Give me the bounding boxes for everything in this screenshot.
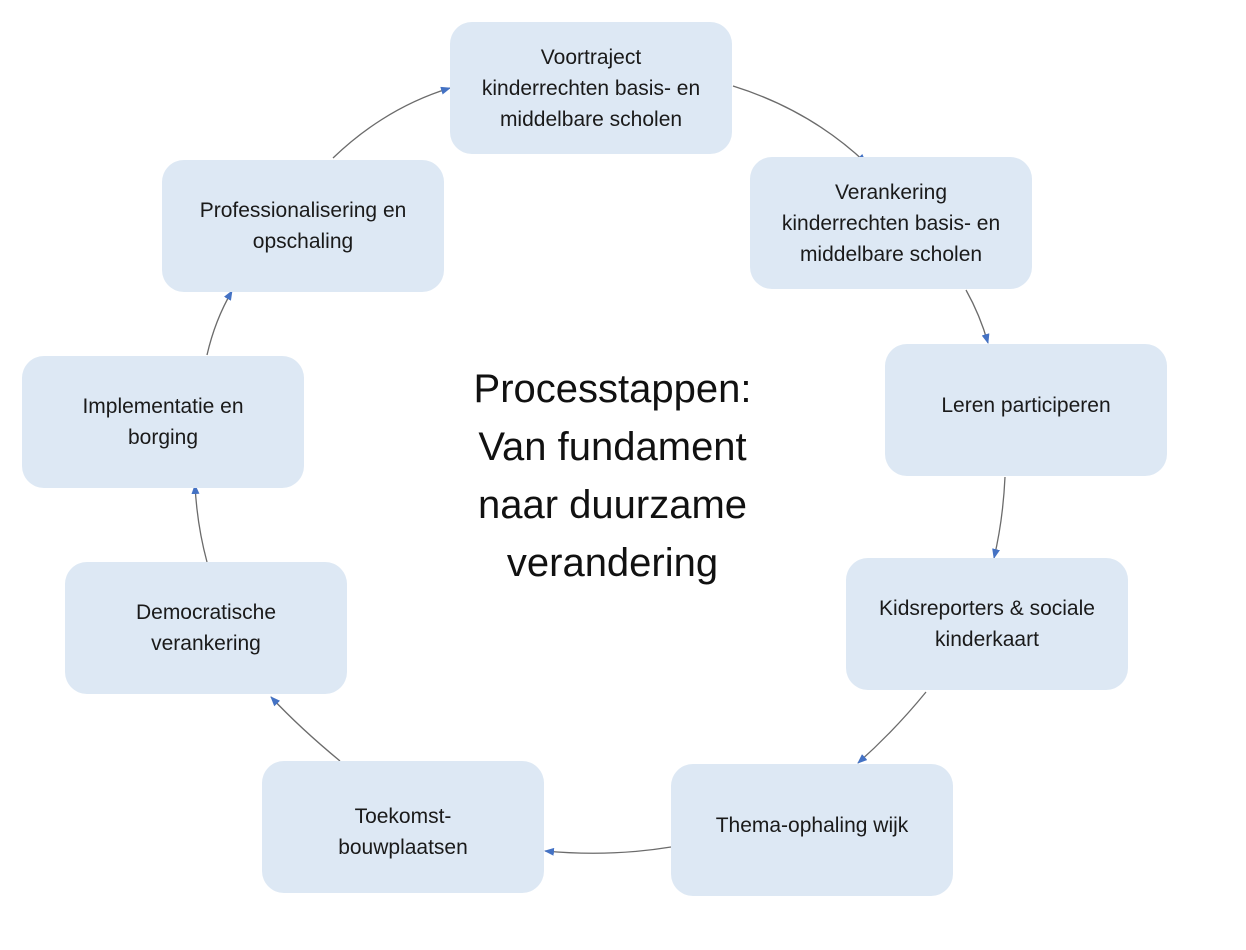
diagram-title: Processtappen: Van fundament naar duurza… [473, 367, 752, 585]
arrow-7-to-8 [191, 484, 208, 563]
step-voortraject: Voortraject kinderrechten basis- en midd… [450, 22, 732, 154]
step-label: Toekomst- bouwplaatsen [338, 805, 468, 859]
step-verankering: Verankering kinderrechten basis- en midd… [750, 157, 1032, 289]
step-label: Implementatie en borging [82, 395, 244, 449]
step-label: Verankering kinderrechten basis- en midd… [781, 180, 1001, 266]
step-kidsreporters: Kidsreporters & sociale kinderkaart [846, 558, 1128, 690]
arrow-6-to-7 [270, 696, 341, 762]
step-label: Professionalisering en opschaling [199, 199, 407, 253]
step-label: Thema-ophaling wijk [715, 813, 909, 837]
arrow-8-to-9 [206, 290, 233, 356]
step-professionalisering: Professionalisering en opschaling [162, 160, 444, 292]
arrow-4-to-5 [857, 691, 927, 764]
arrow-2-to-3 [965, 289, 990, 344]
step-thema-ophaling: Thema-ophaling wijk [671, 764, 953, 896]
step-implementatie: Implementatie en borging [22, 356, 304, 488]
step-label: Kidsreporters & sociale kinderkaart [879, 597, 1095, 651]
arrow-9-to-1 [332, 86, 451, 159]
step-democratische-verankering: Democratische verankering [65, 562, 347, 694]
step-leren-participeren: Leren participeren [885, 344, 1167, 476]
step-toekomst-bouwplaatsen: Toekomst- bouwplaatsen [262, 761, 544, 893]
arrow-5-to-6 [544, 846, 672, 856]
step-label: Democratische verankering [135, 601, 277, 655]
step-label: Leren participeren [941, 393, 1111, 417]
arrow-1-to-2 [732, 85, 867, 164]
step-label: Voortraject kinderrechten basis- en midd… [481, 45, 701, 131]
arrow-3-to-4 [992, 476, 1006, 559]
